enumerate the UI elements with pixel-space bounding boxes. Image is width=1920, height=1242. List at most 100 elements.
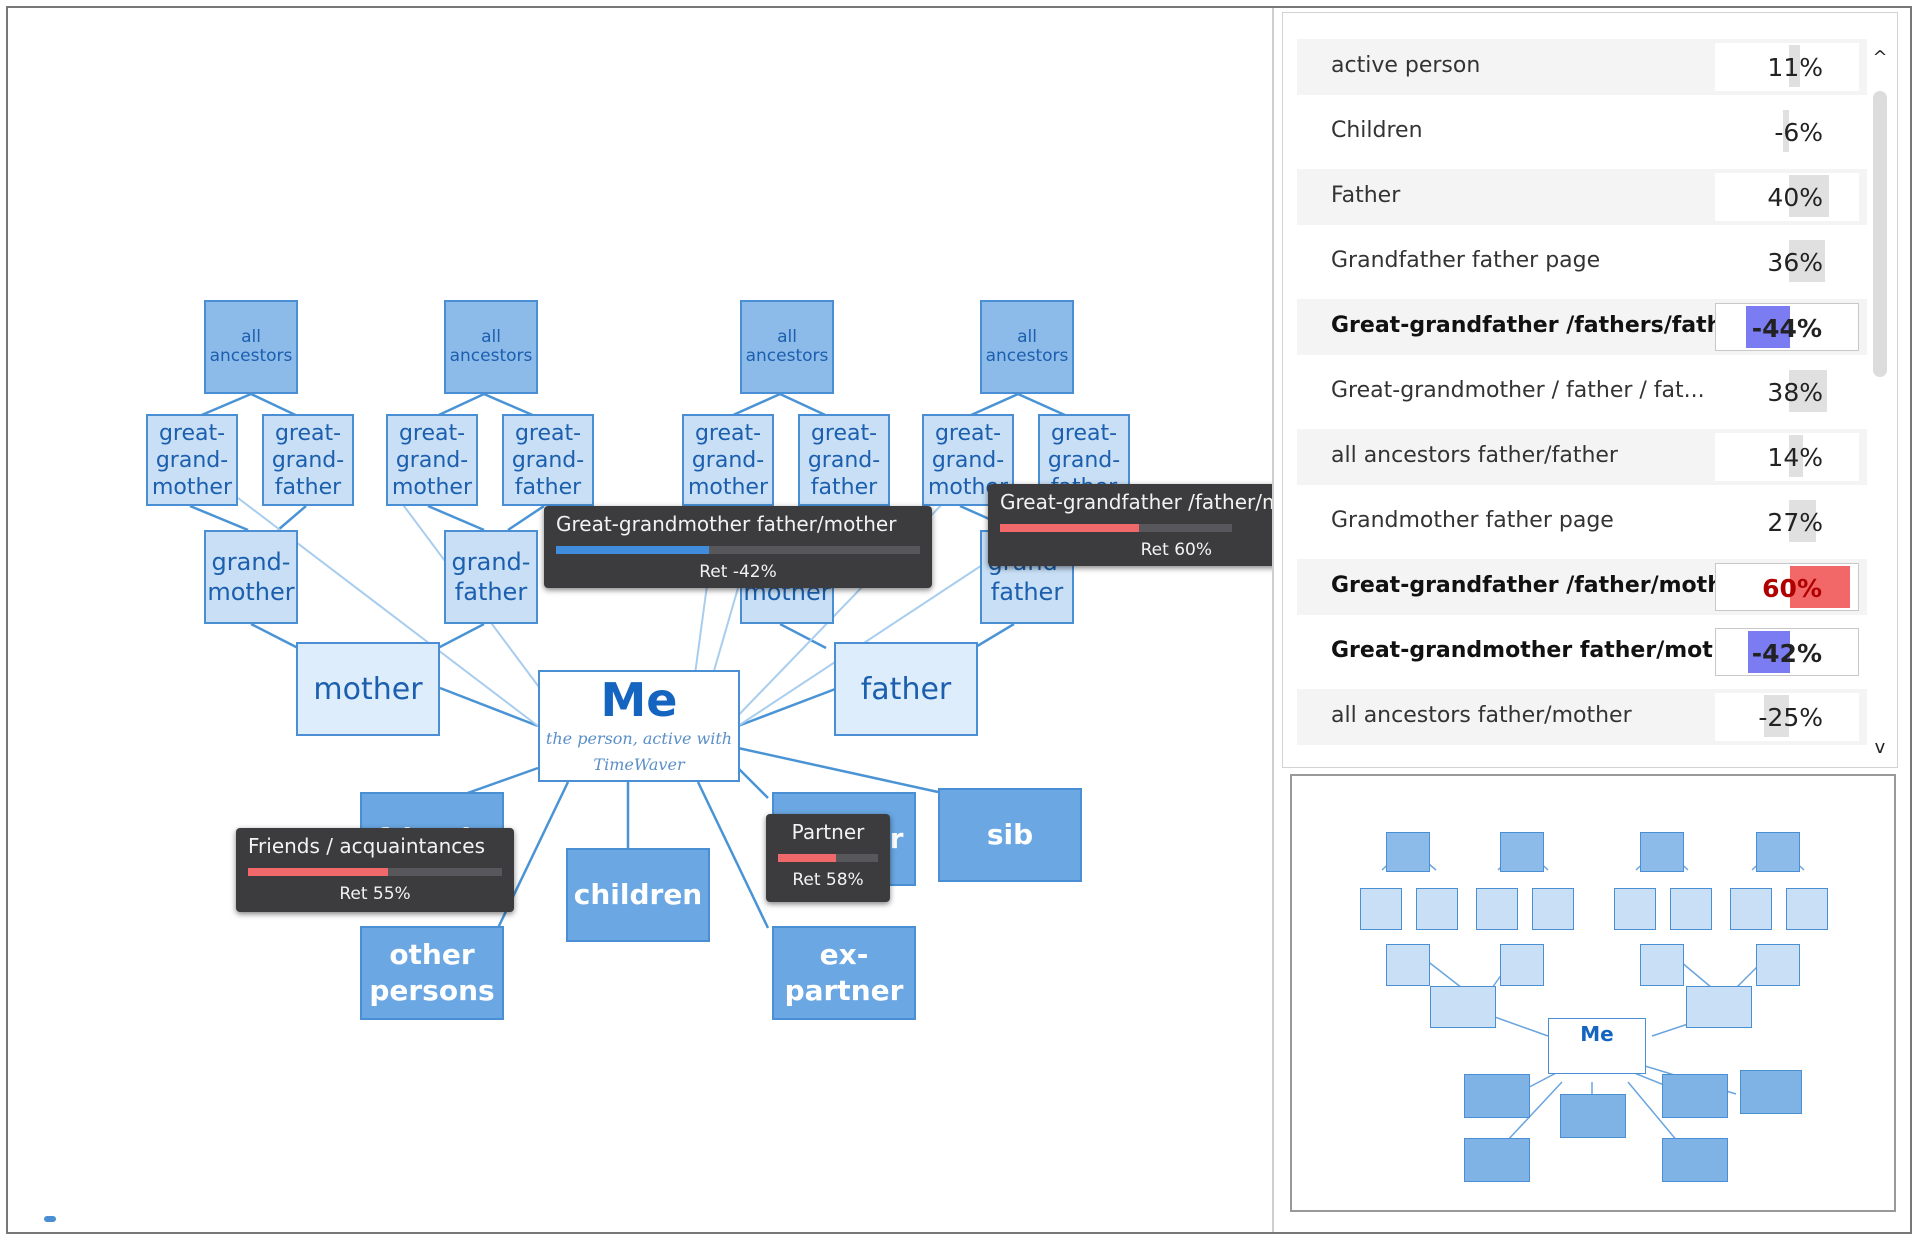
row-value: -6% <box>1774 118 1823 147</box>
tooltip-bar <box>248 868 502 876</box>
minimap-node <box>1756 944 1800 986</box>
other-persons-node[interactable]: other persons <box>360 926 504 1020</box>
list-row[interactable]: Great-grandmother father/mot...-42% <box>1297 624 1867 680</box>
tooltip-ret: Ret 60% <box>1140 540 1212 560</box>
row-value: 40% <box>1767 183 1823 212</box>
list-row[interactable]: Father 40% <box>1297 169 1867 225</box>
grandmother-node[interactable]: grand-mother <box>204 530 298 624</box>
all-ancestors-node[interactable]: all ancestors <box>980 300 1074 394</box>
scroll-up-icon[interactable]: ^ <box>1872 47 1888 68</box>
ex-partner-node[interactable]: ex-partner <box>772 926 916 1020</box>
grandfather-node[interactable]: grand-father <box>444 530 538 624</box>
minimap-node <box>1640 832 1684 872</box>
minimap-node <box>1360 888 1402 930</box>
scroll-down-icon[interactable]: v <box>1874 737 1886 758</box>
tooltip-title: Partner <box>791 820 865 844</box>
minimap-links <box>1381 845 1805 1143</box>
children-node[interactable]: children <box>566 848 710 942</box>
row-value-bar <box>1789 240 1825 282</box>
tooltip-bar-fill <box>248 868 388 876</box>
minimap-node <box>1740 1070 1802 1114</box>
panel-divider[interactable] <box>1272 8 1274 1232</box>
scroll-thumb[interactable] <box>1873 91 1887 377</box>
row-value-cell: 40% <box>1715 173 1859 221</box>
minimap-me-node: Me <box>1548 1018 1646 1074</box>
tooltip-bar-fill <box>778 854 836 862</box>
row-value-bar <box>1790 566 1850 608</box>
great-grandmother-node[interactable]: great-grand-mother <box>146 414 238 506</box>
list-row[interactable]: Grandfather father page 36% <box>1297 234 1867 290</box>
row-value: 14% <box>1767 443 1823 472</box>
row-value-cell: -44% <box>1715 303 1859 351</box>
tooltip-ret: Ret 55% <box>339 884 411 904</box>
list-row[interactable]: Grandmother father page 27% <box>1297 494 1867 550</box>
minimap-node <box>1386 832 1430 872</box>
minimap-node <box>1476 888 1518 930</box>
row-value-cell: -6% <box>1715 108 1859 156</box>
great-grandfather-node[interactable]: great-grand-father <box>262 414 354 506</box>
row-value-cell: 60% <box>1715 563 1859 611</box>
row-value: 27% <box>1767 508 1823 537</box>
row-label: Father <box>1331 183 1401 208</box>
tooltip-ret: Ret 58% <box>792 870 864 890</box>
all-ancestors-node[interactable]: all ancestors <box>204 300 298 394</box>
minimap-node <box>1686 986 1752 1028</box>
row-label: Great-grandfather /fathers/father <box>1331 313 1749 338</box>
row-value-bar <box>1789 370 1827 412</box>
row-label: Grandmother father page <box>1331 508 1614 533</box>
all-ancestors-node[interactable]: all ancestors <box>740 300 834 394</box>
great-grandmother-node[interactable]: great-grand-mother <box>682 414 774 506</box>
tooltip-bar <box>556 546 920 554</box>
row-value-bar <box>1789 45 1800 87</box>
great-grandmother-node[interactable]: great-grand-mother <box>386 414 478 506</box>
list-scrollbar[interactable]: ^ v <box>1869 47 1891 759</box>
tooltip-partner: Partner Ret 58% <box>766 814 890 902</box>
list-row[interactable]: Great-grandfather /fathers/father-44% <box>1297 299 1867 355</box>
tooltip-great-grandfather: Great-grandfather /father/mother Ret 60% <box>988 484 1272 566</box>
row-value-bar <box>1746 306 1790 348</box>
great-grandfather-node[interactable]: great-grand-father <box>502 414 594 506</box>
list-row[interactable]: Children -6% <box>1297 104 1867 160</box>
row-label: all ancestors father/father <box>1331 443 1618 468</box>
list-row[interactable]: Great-grandfather /father/mother 60% <box>1297 559 1867 615</box>
list-row[interactable]: all ancestors father/father 14% <box>1297 429 1867 485</box>
mother-node[interactable]: mother <box>296 642 440 736</box>
me-node[interactable]: Me the person, active with TimeWaver <box>538 670 740 782</box>
family-constellation-graph[interactable]: all ancestors all ancestors all ancestor… <box>8 8 1272 1232</box>
all-ancestors-node[interactable]: all ancestors <box>444 300 538 394</box>
minimap-node <box>1662 1074 1728 1118</box>
row-label: Great-grandfather /father/mother <box>1331 573 1749 598</box>
row-value-cell: 36% <box>1715 238 1859 286</box>
tooltip-bar <box>778 854 878 862</box>
row-value: 38% <box>1767 378 1823 407</box>
row-label: Grandfather father page <box>1331 248 1601 273</box>
row-label: all ancestors father/mother <box>1331 703 1632 728</box>
row-value-cell: 11% <box>1715 43 1859 91</box>
row-value-bar <box>1764 695 1789 737</box>
row-value-cell: 27% <box>1715 498 1859 546</box>
tooltip-title: Great-grandmother father/mother <box>556 512 897 536</box>
row-value-cell: -25% <box>1715 693 1859 741</box>
row-label: Children <box>1331 118 1423 143</box>
list-row[interactable]: all ancestors father/mother -25% <box>1297 689 1867 745</box>
minimap-node <box>1786 888 1828 930</box>
sib-node[interactable]: sib <box>938 788 1082 882</box>
tooltip-great-grandmother: Great-grandmother father/mother Ret -42% <box>544 506 932 588</box>
list-row[interactable]: Great-grandmother / father / fat...38% <box>1297 364 1867 420</box>
row-value-bar <box>1783 110 1789 152</box>
row-value-cell: 38% <box>1715 368 1859 416</box>
row-value-bar <box>1748 631 1790 673</box>
minimap-node <box>1756 832 1800 872</box>
minimap-node <box>1430 986 1496 1028</box>
great-grandfather-node[interactable]: great-grand-father <box>798 414 890 506</box>
father-node[interactable]: father <box>834 642 978 736</box>
me-title: Me <box>600 673 678 727</box>
tooltip-bar-fill <box>1000 524 1140 532</box>
minimap[interactable]: Me <box>1290 774 1896 1212</box>
tooltip-title: Friends / acquaintances <box>248 834 485 858</box>
tooltip-title: Great-grandfather /father/mother <box>1000 490 1272 514</box>
row-value: 60% <box>1762 574 1822 603</box>
